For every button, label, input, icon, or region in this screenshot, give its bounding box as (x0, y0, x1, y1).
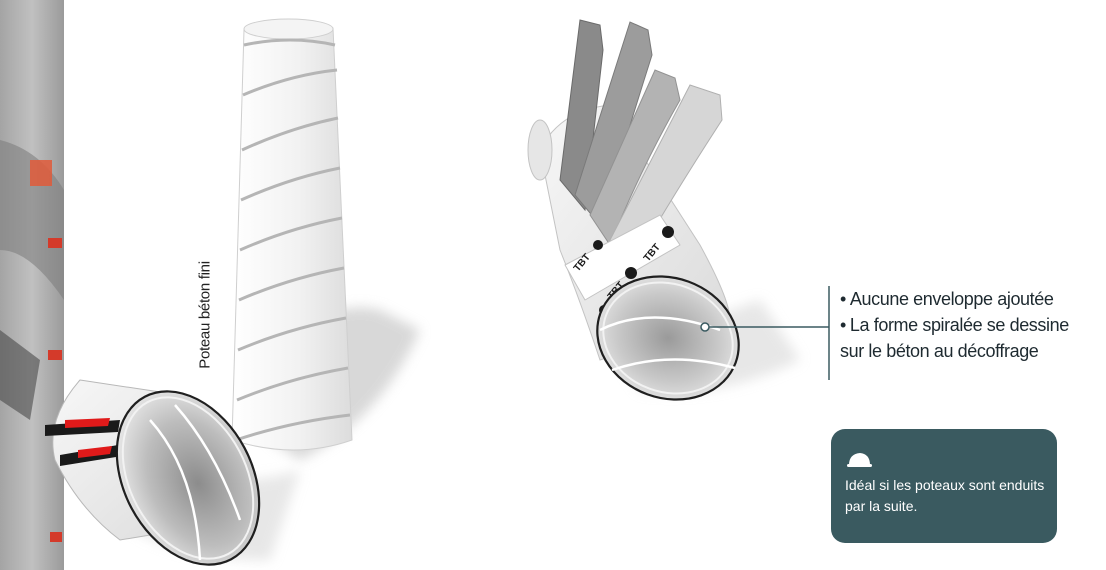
bullet-dot: • (840, 289, 846, 309)
bullet-item: •Aucune enveloppe ajoutée (840, 286, 1069, 312)
bullet-dot: • (840, 315, 846, 335)
bullet-item: •La forme spiralée se dessine (840, 312, 1069, 338)
bullet-continuation: sur le béton au décoffrage (840, 341, 1039, 361)
bullet-text: La forme spiralée se dessine (849, 315, 1069, 335)
leader-line (700, 286, 830, 380)
right-tube: TBT TBT TBT (527, 19, 800, 401)
hard-hat-icon (847, 453, 872, 467)
feature-bullets: •Aucune enveloppe ajoutée •La forme spir… (840, 286, 1069, 364)
bullet-text: Aucune enveloppe ajoutée (849, 289, 1054, 309)
info-card-text: Idéal si les poteaux sont enduits par la… (845, 477, 1045, 514)
background-photo-strip (0, 0, 64, 570)
spiral-column (231, 18, 353, 451)
red-print-marks (45, 418, 120, 466)
info-card: Idéal si les poteaux sont enduits par la… (831, 429, 1057, 543)
finished-post-label: Poteau béton fini (196, 261, 214, 369)
left-tube (45, 379, 300, 566)
